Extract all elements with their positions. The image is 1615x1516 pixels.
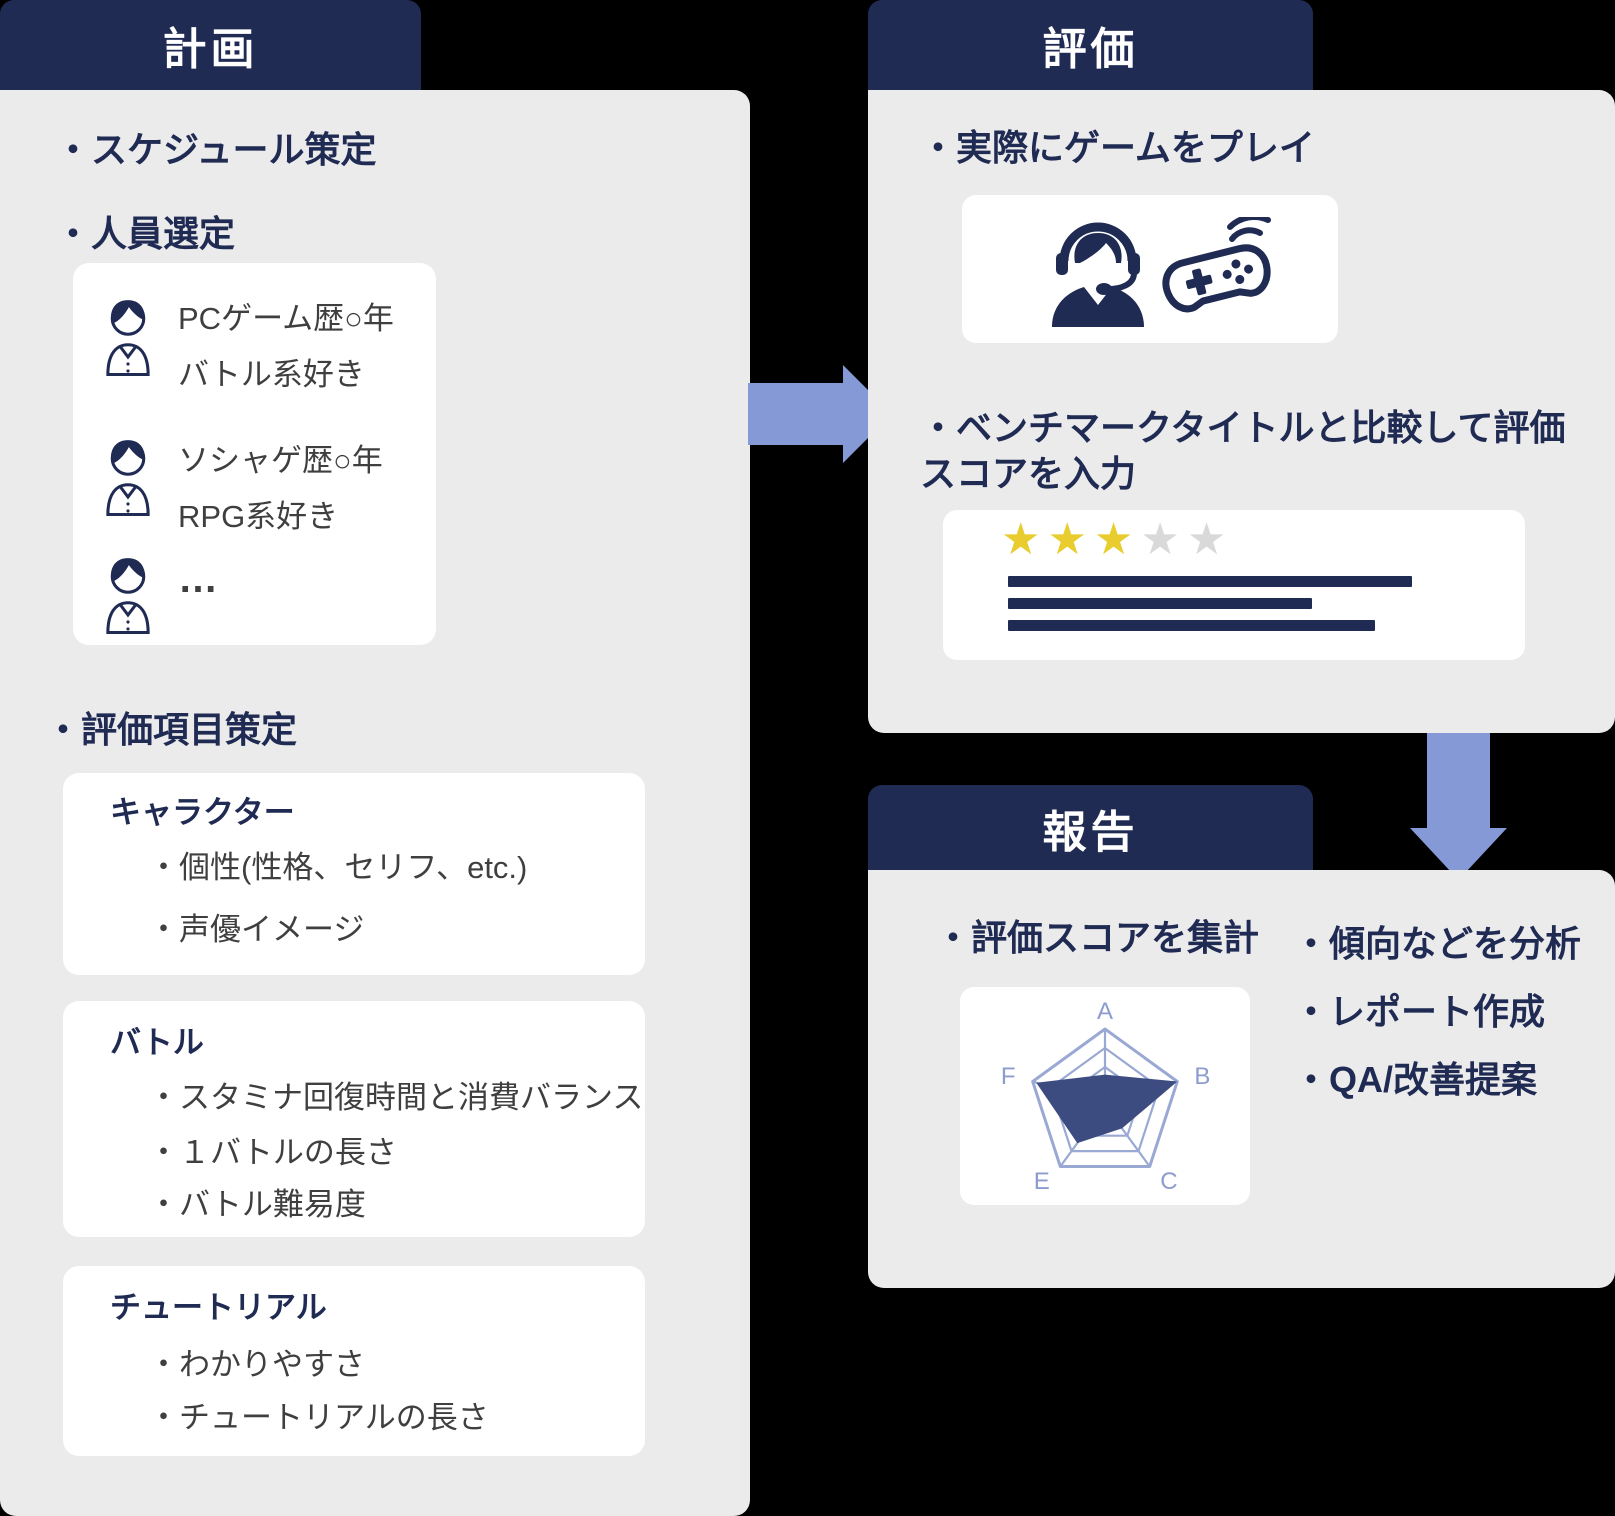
report-bullet-analyze: ・傾向などを分析 — [1293, 923, 1582, 964]
plan-bullet-schedule: ・スケジュール策定 — [55, 129, 377, 170]
member-2-line-1: ソシャゲ歴○年 — [178, 443, 383, 478]
score-text-bars — [1008, 576, 1412, 642]
text-bar — [1008, 598, 1312, 609]
member-2-line-2: RPG系好き — [178, 499, 339, 534]
card-title: キャラクター — [110, 795, 295, 830]
members-card: PCゲーム歴○年 バトル系好き ソシャゲ歴○年 RPG系好き — [73, 263, 436, 645]
tab-report-label: 報告 — [1042, 807, 1139, 857]
card-item: ・個性(性格、セリフ、etc.) — [148, 850, 528, 885]
star-icon: ★ — [1047, 515, 1094, 564]
member-1-line-1: PCゲーム歴○年 — [178, 301, 394, 336]
text-bar — [1008, 620, 1375, 631]
evaluation-bullet-benchmark-line1: ・ベンチマークタイトルと比較して評価 — [920, 407, 1566, 448]
evaluation-bullet-benchmark-line2: スコアを入力 — [920, 453, 1137, 494]
text-bar — [1008, 576, 1412, 587]
card-item: ・わかりやすさ — [148, 1347, 365, 1382]
person-icon — [100, 551, 156, 642]
score-card: ★★★★★ — [943, 510, 1525, 660]
game-controller-icon — [1158, 214, 1276, 326]
plan-bullet-staffing: ・人員選定 — [55, 213, 236, 254]
evaluation-bullet-play: ・実際にゲームをプレイ — [920, 127, 1315, 168]
star-icon: ★ — [1001, 515, 1048, 564]
report-bullet-report: ・レポート作成 — [1293, 991, 1546, 1032]
svg-text:B: B — [1194, 1063, 1210, 1090]
person-icon — [100, 293, 156, 384]
tab-plan-label: 計画 — [162, 25, 259, 74]
card-title: チュートリアル — [110, 1290, 327, 1325]
star-icon: ★ — [1186, 515, 1234, 564]
radar-chart: A B C E F — [1001, 998, 1210, 1195]
card-item: ・１バトルの長さ — [148, 1135, 397, 1170]
member-3-ellipsis: … — [178, 557, 218, 601]
tab-evaluation: 評価 — [868, 0, 1313, 90]
tab-plan: 計画 — [0, 0, 421, 90]
star-icon: ★ — [1140, 515, 1187, 564]
card-item: ・チュートリアルの長さ — [148, 1400, 489, 1435]
report-bullet-qa: ・QA/改善提案 — [1293, 1059, 1538, 1100]
report-bullet-aggregate: ・評価スコアを集計 — [935, 917, 1260, 958]
card-item: ・声優イメージ — [148, 912, 365, 947]
member-2-profile: ソシャゲ歴○年 RPG系好き — [178, 433, 383, 545]
svg-text:A: A — [1097, 998, 1113, 1025]
svg-text:F: F — [1001, 1063, 1016, 1090]
tab-report: 報告 — [868, 785, 1313, 870]
eval-item-card-character: キャラクター ・個性(性格、セリフ、etc.) ・声優イメージ — [63, 773, 645, 975]
headset-operator-icon — [1042, 209, 1154, 334]
tab-evaluation-label: 評価 — [1042, 25, 1139, 74]
star-icon: ★ — [1093, 515, 1141, 564]
card-title: バトル — [110, 1025, 204, 1060]
card-item: ・バトル難易度 — [148, 1187, 366, 1222]
radar-chart-card: A B C E F — [960, 987, 1250, 1205]
person-icon — [100, 433, 156, 524]
arrow-right-icon — [748, 365, 892, 463]
member-1-profile: PCゲーム歴○年 バトル系好き — [178, 291, 394, 403]
arrow-down-icon — [1410, 733, 1507, 880]
plan-bullet-eval-items: ・評価項目策定 — [45, 709, 298, 750]
star-rating: ★★★★★ — [1001, 518, 1233, 562]
eval-item-card-battle: バトル ・スタミナ回復時間と消費バランス ・１バトルの長さ ・バトル難易度 — [63, 1001, 645, 1237]
card-item: ・スタミナ回復時間と消費バランス — [148, 1080, 644, 1115]
eval-item-card-tutorial: チュートリアル ・わかりやすさ ・チュートリアルの長さ — [63, 1266, 645, 1456]
svg-text:C: C — [1160, 1168, 1177, 1195]
play-session-card — [962, 195, 1338, 343]
member-1-line-2: バトル系好き — [178, 357, 365, 392]
svg-text:E: E — [1034, 1168, 1050, 1195]
